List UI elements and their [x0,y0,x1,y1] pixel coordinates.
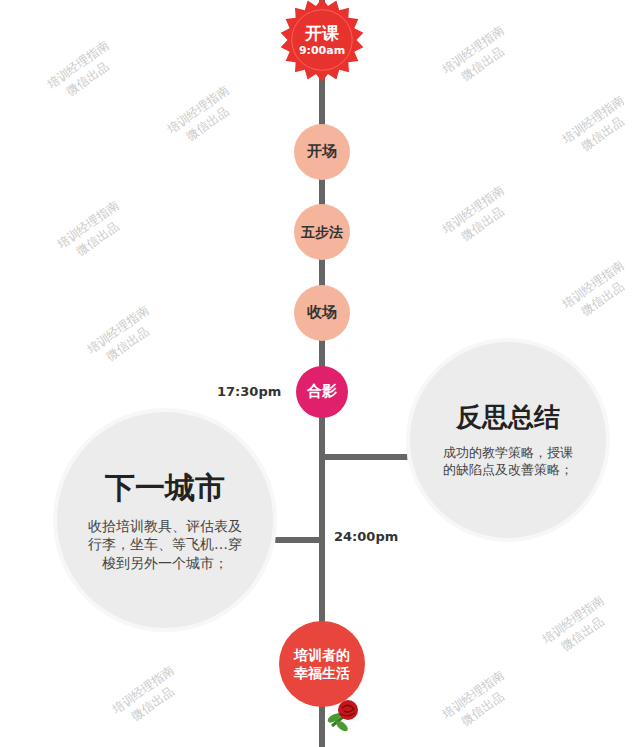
watermark: 培训经理指南 微信出品 [107,661,189,732]
rose-icon [326,700,358,733]
time-label: 24:00pm [332,529,400,544]
node-body: 收拾培训教具、评估表及行李，坐车、等飞机…穿梭到另外一个城市； [85,517,245,572]
start-burst: 开课9:00am [280,0,364,82]
node-title: 反思总结 [456,401,560,435]
watermark: 培训经理指南 微信出品 [437,181,519,252]
watermark: 培训经理指南 微信出品 [437,666,519,737]
reflect-circle: 反思总结成功的教学策略，授课的缺陷点及改善策略； [406,338,610,542]
end-circle: 培训者的幸福生活 [279,621,365,707]
node-title: 开课 [305,22,339,44]
watermark: 培训经理指南 微信出品 [52,196,134,267]
watermark: 培训经理指南 微信出品 [537,591,619,662]
timeline-connector [319,82,325,124]
timeline-connector [319,180,325,204]
node-body: 9:00am [299,44,345,58]
node-title: 开场 [307,142,337,162]
step-circle: 收场 [294,285,350,341]
watermark: 培训经理指南 微信出品 [557,256,639,327]
step-circle: 五步法 [294,204,350,260]
node-title: 五步法 [301,223,343,241]
timeline-connector [275,418,322,540]
timeline-connector [319,341,325,366]
watermark: 培训经理指南 微信出品 [42,36,124,107]
node-title: 下一城市 [105,468,225,507]
timeline-connector [319,260,325,285]
node-title: 培训者的幸福生活 [291,646,353,682]
watermark: 培训经理指南 微信出品 [82,301,164,372]
watermark: 培训经理指南 微信出品 [557,91,639,162]
node-body: 成功的教学策略，授课的缺陷点及改善策略； [438,445,578,479]
next-city-circle: 下一城市收拾培训教具、评估表及行李，坐车、等飞机…穿梭到另外一个城市； [53,408,277,632]
watermark: 培训经理指南 微信出品 [162,81,244,152]
timeline-connector [322,418,407,457]
timeline-connector [319,418,325,621]
node-title: 合影 [307,382,337,402]
watermark: 培训经理指南 微信出品 [437,21,519,92]
photo-circle: 合影 [296,366,348,418]
step-circle: 开场 [294,124,350,180]
time-label: 17:30pm [215,384,283,399]
node-title: 收场 [307,303,337,323]
